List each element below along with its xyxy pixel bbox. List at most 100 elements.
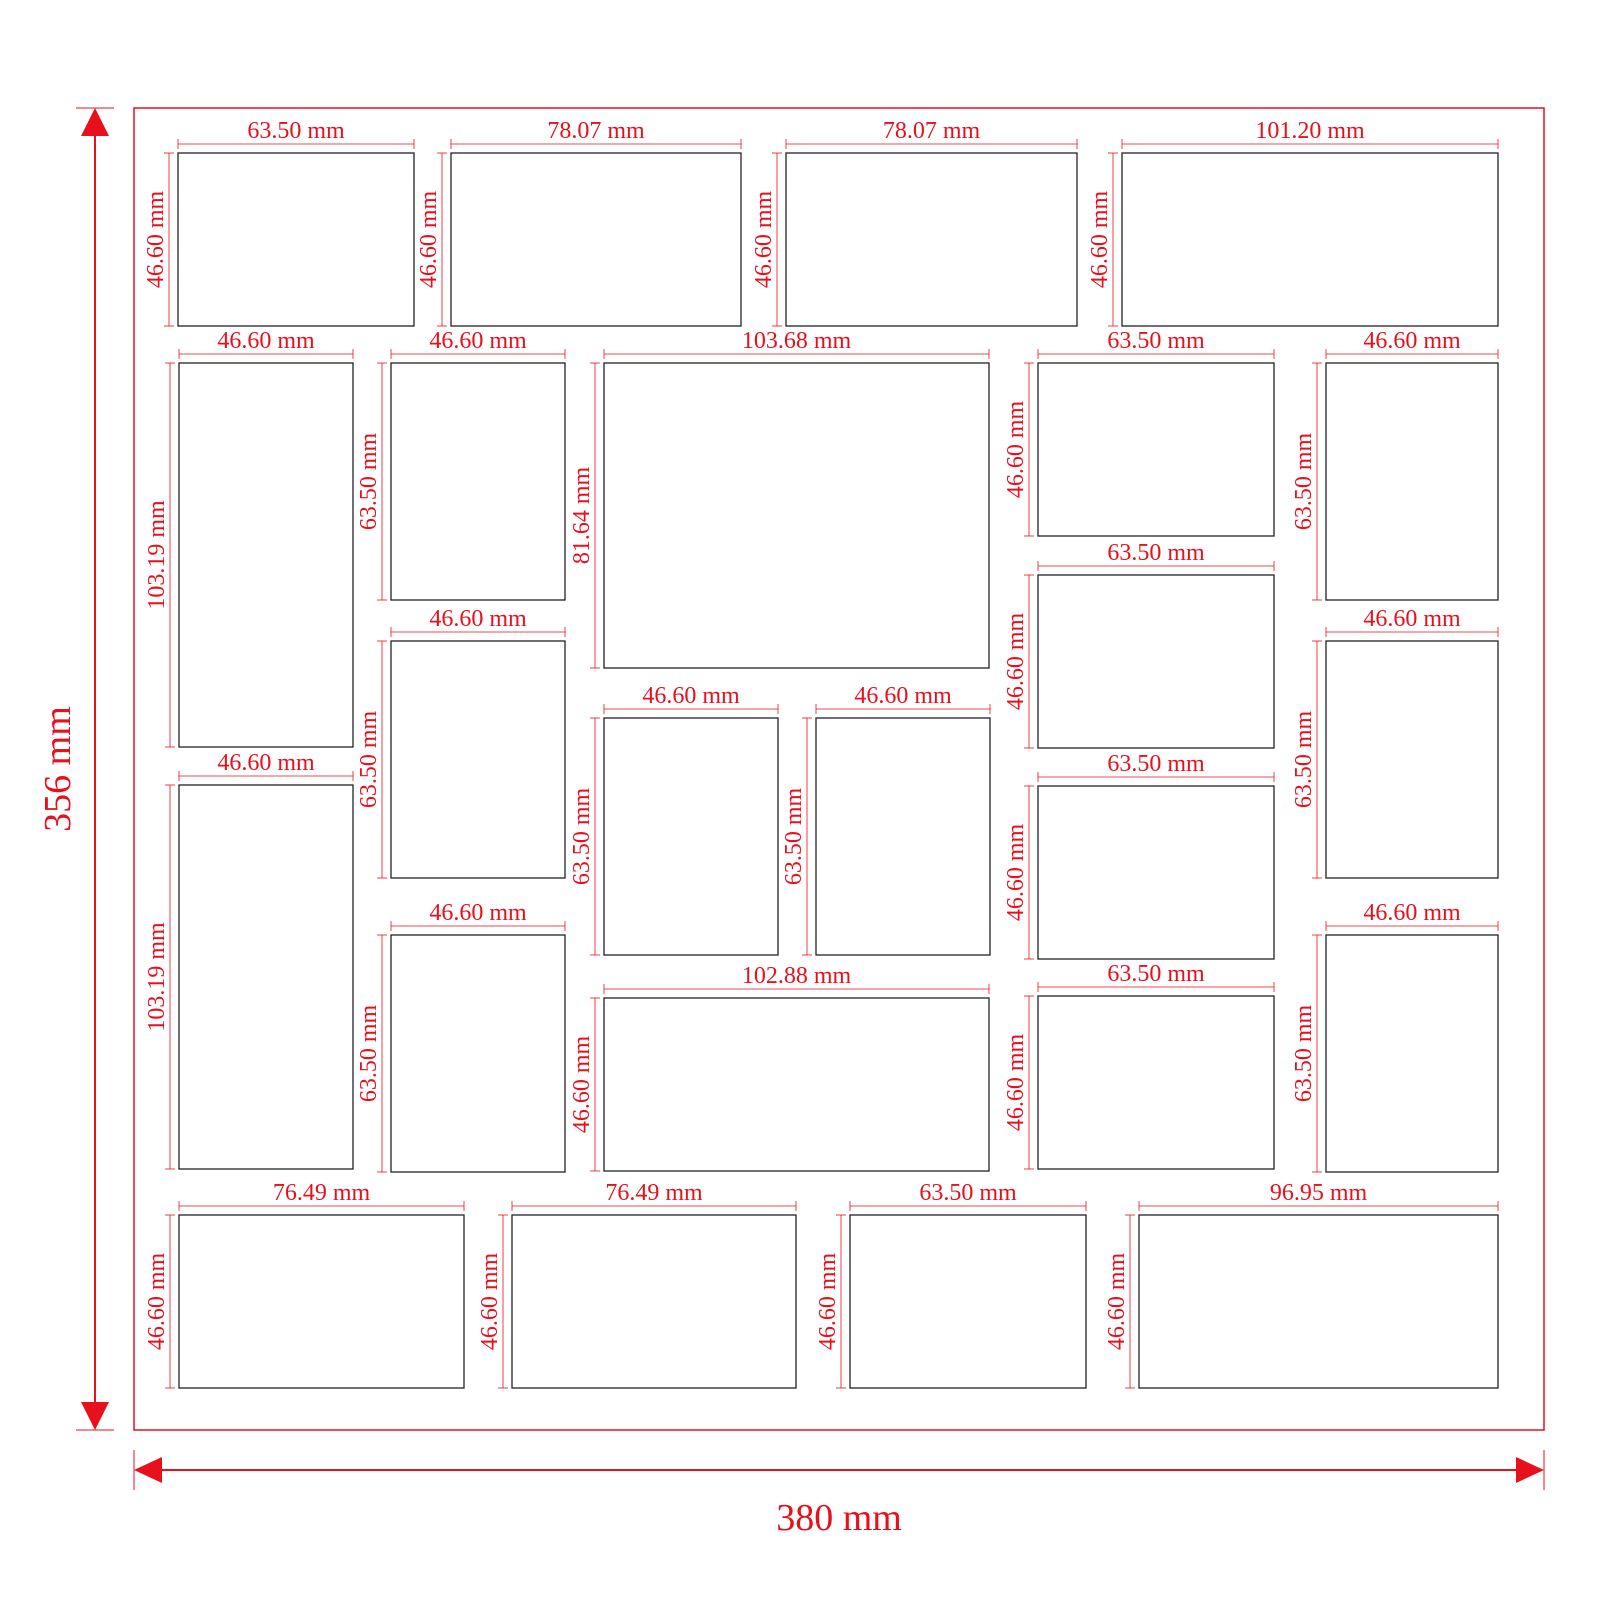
opening-width-label: 46.60 mm — [429, 328, 527, 354]
opening-height-label: 103.19 mm — [144, 500, 170, 610]
opening-center-large: 103.68 mm 81.64 mm — [569, 328, 990, 669]
opening-width-label: 46.60 mm — [429, 606, 527, 632]
opening-rect — [1037, 995, 1275, 1170]
opening-rect — [603, 717, 779, 956]
opening-center-wide: 102.88 mm 46.60 mm — [569, 963, 990, 1172]
opening-height-label: 63.50 mm — [781, 788, 807, 886]
width-arrow-left — [134, 1457, 162, 1483]
overall-height-label: 356 mm — [37, 706, 79, 832]
overall-width-dimension: 380 mm — [133, 1450, 1545, 1539]
opening-width-label: 96.95 mm — [1270, 1180, 1368, 1206]
opening-width-label: 46.60 mm — [854, 683, 952, 709]
opening-rect — [815, 717, 991, 956]
opening-width-label: 101.20 mm — [1255, 118, 1365, 144]
opening-width-label: 76.49 mm — [605, 1180, 703, 1206]
opening-width-label: 102.88 mm — [742, 963, 852, 989]
opening-height-label: 63.50 mm — [356, 1005, 382, 1103]
opening-rect — [450, 152, 742, 327]
opening-rect — [390, 640, 566, 879]
opening-rect — [177, 152, 415, 327]
opening-height-label: 46.60 mm — [1003, 1034, 1029, 1132]
opening-height-label: 46.60 mm — [1003, 824, 1029, 922]
opening-rect — [390, 362, 566, 601]
opening-width-label: 46.60 mm — [217, 750, 315, 776]
opening-width-label: 46.60 mm — [642, 683, 740, 709]
opening-rect — [1037, 362, 1275, 537]
overall-height-dimension: 356 mm — [37, 107, 114, 1431]
opening-height-label: 46.60 mm — [1104, 1253, 1130, 1351]
opening-rect — [1121, 152, 1499, 327]
opening-width-label: 78.07 mm — [883, 118, 981, 144]
height-arrow-top — [81, 108, 109, 136]
opening-r5c1: 76.49 mm 46.60 mm — [144, 1180, 465, 1389]
opening-right-c: 46.60 mm 63.50 mm — [1291, 900, 1499, 1173]
opening-rect — [603, 997, 990, 1172]
opening-rect — [1138, 1214, 1499, 1389]
opening-left-tall-2: 46.60 mm 103.19 mm — [144, 750, 354, 1170]
opening-col4-b: 63.50 mm 46.60 mm — [1003, 540, 1275, 749]
opening-height-label: 46.60 mm — [477, 1253, 503, 1351]
opening-rect — [390, 934, 566, 1173]
opening-r5c2: 76.49 mm 46.60 mm — [477, 1180, 797, 1389]
opening-height-label: 46.60 mm — [751, 191, 777, 289]
opening-col4-c: 63.50 mm 46.60 mm — [1003, 751, 1275, 960]
opening-rect — [849, 1214, 1087, 1389]
opening-height-label: 63.50 mm — [356, 433, 382, 531]
board-outline — [133, 107, 1545, 1431]
opening-rect — [178, 362, 354, 748]
opening-width-label: 46.60 mm — [1363, 900, 1461, 926]
opening-rect — [178, 784, 354, 1170]
opening-width-label: 63.50 mm — [1107, 540, 1205, 566]
opening-height-label: 46.60 mm — [1003, 613, 1029, 711]
opening-width-label: 63.50 mm — [247, 118, 345, 144]
opening-col2-c: 46.60 mm 63.50 mm — [356, 900, 566, 1173]
opening-center-small-right: 46.60 mm 63.50 mm — [781, 683, 991, 956]
opening-height-label: 46.60 mm — [144, 1253, 170, 1351]
opening-height-label: 46.60 mm — [815, 1253, 841, 1351]
opening-col4-d: 63.50 mm 46.60 mm — [1003, 961, 1275, 1170]
opening-rect — [511, 1214, 797, 1389]
opening-width-label: 63.50 mm — [1107, 328, 1205, 354]
opening-height-label: 63.50 mm — [1291, 711, 1317, 809]
opening-width-label: 63.50 mm — [1107, 961, 1205, 987]
opening-height-label: 46.60 mm — [569, 1036, 595, 1134]
opening-height-label: 46.60 mm — [1087, 191, 1113, 289]
opening-width-label: 103.68 mm — [742, 328, 852, 354]
opening-right-a: 46.60 mm 63.50 mm — [1291, 328, 1499, 601]
opening-r1c3: 78.07 mm 46.60 mm — [751, 118, 1078, 327]
opening-rect — [1325, 640, 1499, 879]
opening-height-label: 63.50 mm — [1291, 433, 1317, 531]
opening-rect — [178, 1214, 465, 1389]
opening-width-label: 46.60 mm — [429, 900, 527, 926]
opening-r1c2: 78.07 mm 46.60 mm — [416, 118, 742, 327]
opening-left-tall-1: 46.60 mm 103.19 mm — [144, 328, 354, 748]
opening-width-label: 46.60 mm — [1363, 328, 1461, 354]
opening-rect — [1037, 785, 1275, 960]
opening-height-label: 46.60 mm — [416, 191, 442, 289]
opening-rect — [1325, 934, 1499, 1173]
opening-height-label: 103.19 mm — [144, 922, 170, 1032]
opening-width-label: 46.60 mm — [217, 328, 315, 354]
opening-r1c1: 63.50 mm 46.60 mm — [143, 118, 415, 327]
width-arrow-right — [1516, 1457, 1544, 1483]
height-arrow-bottom — [81, 1402, 109, 1430]
opening-height-label: 46.60 mm — [1003, 401, 1029, 499]
opening-height-label: 63.50 mm — [1291, 1005, 1317, 1103]
opening-col2-b: 46.60 mm 63.50 mm — [356, 606, 566, 879]
opening-right-b: 46.60 mm 63.50 mm — [1291, 606, 1499, 879]
opening-width-label: 63.50 mm — [1107, 751, 1205, 777]
opening-r1c4: 101.20 mm 46.60 mm — [1087, 118, 1499, 327]
opening-rect — [603, 362, 990, 669]
opening-height-label: 63.50 mm — [356, 711, 382, 809]
opening-rect — [1325, 362, 1499, 601]
opening-width-label: 46.60 mm — [1363, 606, 1461, 632]
opening-width-label: 78.07 mm — [547, 118, 645, 144]
opening-height-label: 81.64 mm — [569, 467, 595, 565]
opening-width-label: 76.49 mm — [273, 1180, 371, 1206]
opening-r5c4: 96.95 mm 46.60 mm — [1104, 1180, 1499, 1389]
opening-height-label: 46.60 mm — [143, 191, 169, 289]
